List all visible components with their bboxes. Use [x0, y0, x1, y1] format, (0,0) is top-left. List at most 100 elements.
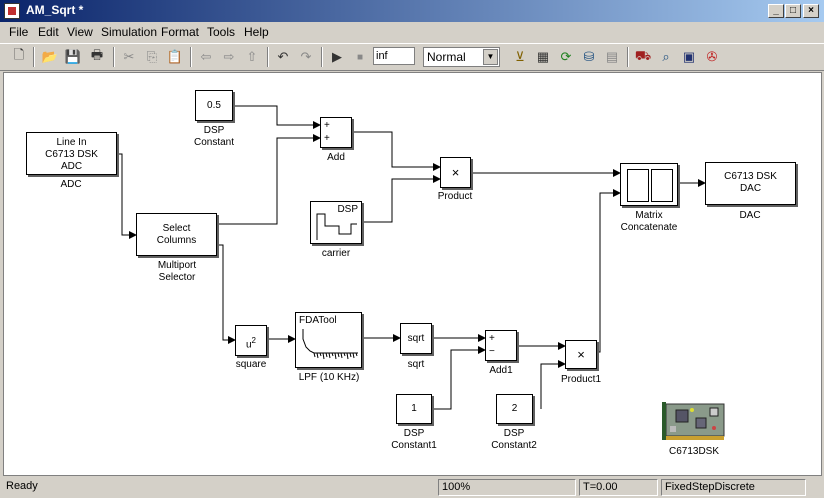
- add-block[interactable]: + +: [320, 117, 352, 148]
- dsp-constant2-label-line2: Constant2: [491, 440, 537, 451]
- model-explorer-icon[interactable]: ▤: [605, 49, 619, 64]
- multiport-selector-block[interactable]: Select Columns: [136, 213, 217, 256]
- dsp-constant2-block[interactable]: 2: [496, 394, 533, 424]
- start-simulation-icon[interactable]: ▶: [332, 49, 342, 64]
- properties-icon[interactable]: ▣: [682, 49, 696, 64]
- menu-format[interactable]: Format: [161, 25, 200, 39]
- lpf-label: LPF (10 KHz): [298, 372, 360, 383]
- lpf-block[interactable]: FDATool: [295, 312, 362, 368]
- wire-selector-square: [217, 244, 236, 344]
- wire-product1-concat: [597, 189, 621, 353]
- undo-icon[interactable]: ↶: [277, 49, 289, 64]
- carrier-block[interactable]: DSP: [310, 201, 362, 244]
- resize-grip-icon[interactable]: [808, 479, 822, 496]
- wire-carrier-product: [362, 175, 441, 223]
- add1-plus-port: +: [489, 333, 495, 344]
- cut-icon[interactable]: ✂: [123, 49, 135, 64]
- maximize-button[interactable]: □: [785, 4, 801, 18]
- dac-block[interactable]: C6713 DSK DAC: [705, 162, 796, 205]
- build-icon[interactable]: ▦: [536, 49, 550, 64]
- close-button[interactable]: ×: [803, 4, 819, 18]
- product-block[interactable]: ×: [440, 157, 471, 188]
- up-arrow-icon[interactable]: ⇧: [246, 49, 258, 64]
- menu-view[interactable]: View: [67, 25, 93, 39]
- selector-label-line1: Multiport: [157, 260, 197, 271]
- add1-minus-port: −: [489, 346, 495, 357]
- menu-help[interactable]: Help: [244, 25, 269, 39]
- library-browser-icon[interactable]: ⛁: [583, 49, 595, 64]
- square-exponent: 2: [251, 336, 256, 345]
- profiler-icon[interactable]: ⌕: [662, 49, 670, 64]
- matrix-concatenate-block[interactable]: [620, 163, 678, 206]
- stop-time-input[interactable]: inf: [373, 47, 415, 65]
- dsp-board-icon: [662, 402, 725, 440]
- back-arrow-icon[interactable]: ⇦: [200, 49, 212, 64]
- print-icon[interactable]: 🖶: [90, 47, 104, 62]
- c6713dsk-label: C6713DSK: [668, 446, 720, 457]
- minimize-button[interactable]: _: [768, 4, 784, 18]
- new-model-icon[interactable]: 🗋: [13, 47, 25, 62]
- chevron-down-icon[interactable]: ▼: [483, 49, 498, 65]
- refresh-icon[interactable]: ⟳: [560, 49, 572, 64]
- dsp-constant2-label-line1: DSP: [503, 428, 525, 439]
- title-bar: AM_Sqrt * _ □ ×: [0, 0, 824, 22]
- lpf-block-text: FDATool: [299, 315, 337, 326]
- dsp-constant-label-line1: DSP: [203, 125, 225, 136]
- toolbar-separator: [627, 47, 629, 67]
- add-plus-port1: +: [324, 120, 330, 131]
- square-block-text: u: [245, 339, 252, 351]
- open-icon[interactable]: 📂: [41, 49, 59, 64]
- concat-right-icon: [651, 169, 673, 202]
- window-title: AM_Sqrt *: [26, 3, 84, 17]
- sqrt-label: sqrt: [407, 359, 425, 370]
- adc-block[interactable]: Line In C6713 DSK ADC: [26, 132, 117, 175]
- toolbar-separator: [113, 47, 115, 67]
- menu-simulation[interactable]: Simulation: [101, 25, 158, 39]
- dac-label: DAC: [739, 210, 761, 221]
- save-icon[interactable]: 💾: [64, 49, 82, 64]
- update-diagram-icon[interactable]: ⊻: [515, 49, 525, 64]
- wire-selector-add: [217, 134, 321, 225]
- menu-edit[interactable]: Edit: [38, 25, 59, 39]
- forward-arrow-icon[interactable]: ⇨: [223, 49, 235, 64]
- simulink-model-icon: [4, 3, 20, 19]
- add-plus-port2: +: [324, 133, 330, 144]
- status-zoom: 100%: [438, 479, 576, 496]
- toolbar: 🗋 📂 💾 🖶 ✂ ⎘ 📋 ⇦ ⇨ ⇧ ↶ ↷ ▶ ■ ⊻ ▦ ⟳ ⛁ ▤ ⛟ …: [0, 43, 824, 71]
- paste-icon[interactable]: 📋: [166, 49, 184, 64]
- menu-bar: File Edit View Simulation Format Tools H…: [0, 22, 824, 42]
- product1-block[interactable]: ×: [565, 340, 597, 369]
- selector-block-line1: Select: [162, 223, 191, 234]
- dac-block-line2: DAC: [739, 183, 762, 194]
- c6713dsk-board-icon[interactable]: [662, 400, 726, 442]
- copy-icon[interactable]: ⎘: [146, 49, 158, 64]
- dsp-constant1-label-line2: Constant1: [391, 440, 437, 451]
- menu-tools[interactable]: Tools: [207, 25, 236, 39]
- adc-block-line2: C6713 DSK: [45, 149, 98, 160]
- add1-block[interactable]: + −: [485, 330, 517, 361]
- concat-label-line2: Concatenate: [620, 222, 678, 233]
- filter-response-icon: [302, 329, 358, 360]
- status-time: T=0.00: [579, 479, 658, 496]
- selector-block-line2: Columns: [156, 235, 197, 246]
- help-icon[interactable]: ✇: [706, 49, 718, 64]
- status-ready: Ready: [6, 480, 38, 492]
- carrier-label: carrier: [321, 248, 351, 259]
- selector-label-line2: Selector: [158, 272, 196, 283]
- menu-file[interactable]: File: [9, 25, 29, 39]
- simulation-mode-select[interactable]: Normal ▼: [423, 47, 500, 67]
- wire-const2-product1: [540, 360, 566, 409]
- add-label: Add: [327, 152, 345, 163]
- dsp-constant1-block[interactable]: 1: [396, 394, 432, 424]
- square-label: square: [235, 359, 267, 370]
- carrier-waveform-icon: [316, 213, 357, 240]
- adc-block-line1: Line In: [56, 137, 87, 148]
- sqrt-block[interactable]: sqrt: [400, 323, 432, 354]
- stop-simulation-icon[interactable]: ■: [356, 51, 364, 63]
- dsp-constant-block[interactable]: 0.5: [195, 90, 233, 121]
- debugger-icon[interactable]: ⛟: [634, 48, 652, 63]
- redo-icon[interactable]: ↷: [300, 49, 312, 64]
- square-block[interactable]: u2: [235, 325, 267, 356]
- model-canvas[interactable]: Line In C6713 DSK ADC ADC 0.5 DSP Consta…: [3, 72, 822, 476]
- wire-adc-selector: [117, 153, 137, 239]
